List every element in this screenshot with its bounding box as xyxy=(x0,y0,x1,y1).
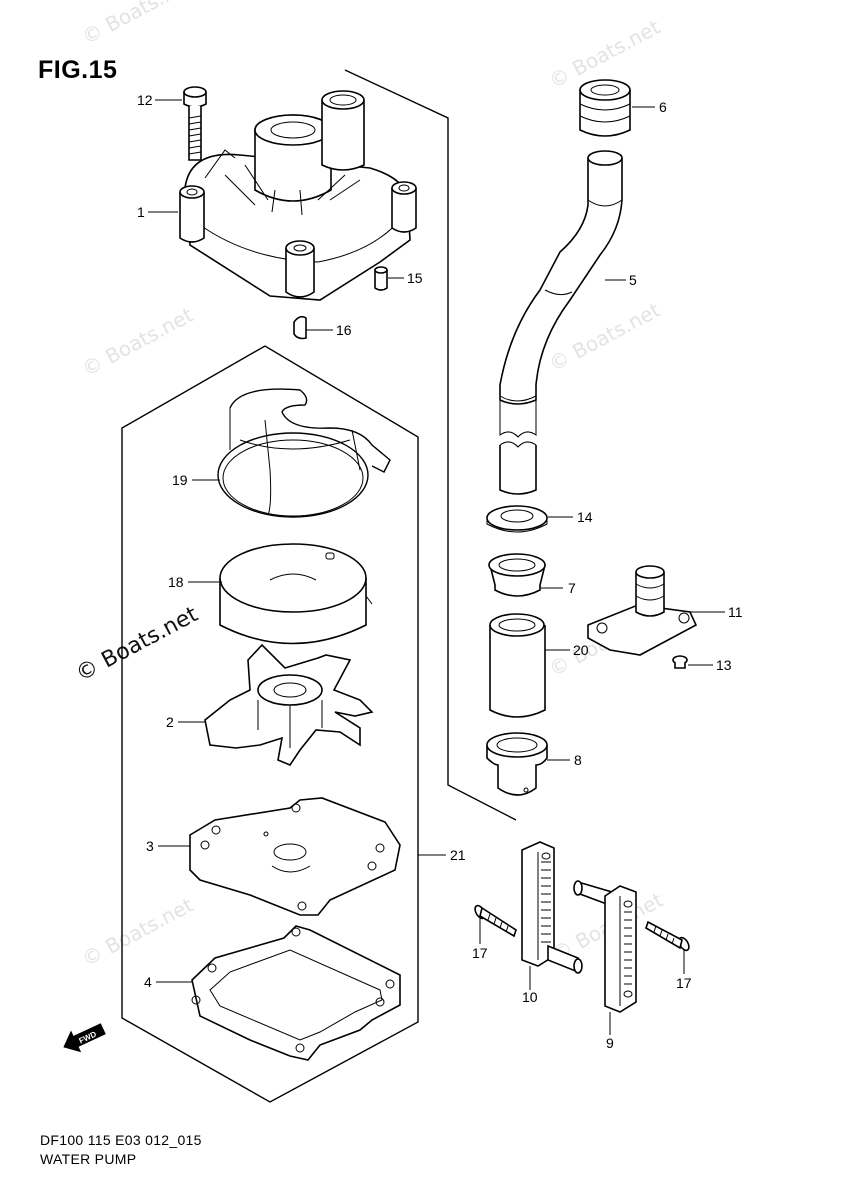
callout-3: 3 xyxy=(146,838,154,854)
callout-1: 1 xyxy=(137,204,145,220)
pump-case-part xyxy=(179,90,417,301)
callout-17-right: 17 xyxy=(676,975,692,991)
callout-2: 2 xyxy=(166,714,174,730)
callout-21: 21 xyxy=(450,847,466,863)
wear-plate-part xyxy=(189,797,401,916)
callout-19: 19 xyxy=(172,472,188,488)
callout-17-left: 17 xyxy=(472,945,488,961)
callout-16: 16 xyxy=(336,322,352,338)
figure-title: FIG.15 xyxy=(38,56,118,84)
bolt-part xyxy=(183,86,207,161)
callout-6: 6 xyxy=(659,99,667,115)
callout-15: 15 xyxy=(407,270,423,286)
dowel-pin-part xyxy=(374,266,388,291)
bracket-10-part xyxy=(521,841,583,974)
callout-14: 14 xyxy=(577,509,593,525)
hose-group-frame xyxy=(344,69,517,821)
screw-17-right-part xyxy=(645,920,690,952)
kit-frame xyxy=(121,345,419,1103)
water-nipple-part xyxy=(587,565,698,656)
callout-7: 7 xyxy=(568,580,576,596)
callout-5: 5 xyxy=(629,272,637,288)
footer-code: DF100 115 E03 012_015 xyxy=(40,1132,202,1148)
callout-9: 9 xyxy=(606,1035,614,1051)
callout-20: 20 xyxy=(573,642,589,658)
seal-ring-part xyxy=(217,388,391,518)
screw-13-part xyxy=(672,655,688,669)
pump-liner-part xyxy=(219,543,373,645)
callout-12: 12 xyxy=(137,92,153,108)
gasket-part xyxy=(191,925,401,1061)
grommet-part xyxy=(579,79,631,137)
callout-11: 11 xyxy=(728,604,743,620)
leader-lines xyxy=(148,99,725,1035)
callout-10: 10 xyxy=(522,989,538,1005)
callout-4: 4 xyxy=(144,974,152,990)
seal-ring-14-part xyxy=(486,505,548,533)
callout-8: 8 xyxy=(574,752,582,768)
footer-name: WATER PUMP xyxy=(40,1151,137,1167)
callout-13: 13 xyxy=(716,657,732,673)
tube-20-part xyxy=(489,613,546,718)
bushing-8-part xyxy=(486,732,548,796)
key-part xyxy=(293,315,307,340)
hose-part xyxy=(499,150,623,495)
impeller-part xyxy=(204,643,374,766)
callout-18: 18 xyxy=(168,574,184,590)
fwd-label: FWD xyxy=(78,1030,99,1046)
bushing-7-part xyxy=(488,553,546,597)
bracket-9-part xyxy=(573,880,637,1013)
screw-17-left-part xyxy=(474,904,517,938)
fwd-arrow-icon: FWD xyxy=(63,1023,106,1053)
